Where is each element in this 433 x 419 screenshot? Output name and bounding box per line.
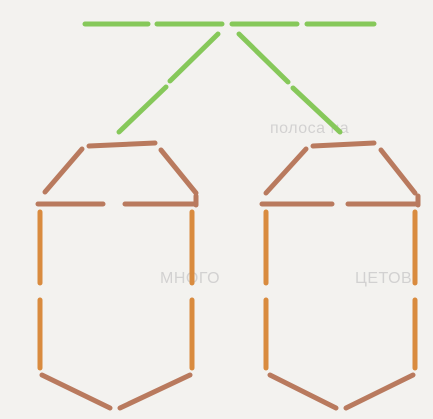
right-bottom-stick: [346, 375, 413, 408]
connector-stick: [170, 34, 218, 81]
right-hat-stick: [313, 143, 374, 146]
right-hat-stick: [381, 150, 415, 193]
right-bottom-stick: [270, 375, 336, 408]
connector-stick: [293, 88, 340, 132]
left-bottom-stick: [42, 375, 110, 408]
left-hat-stick: [161, 150, 196, 193]
left-hat-stick: [89, 143, 155, 146]
left-bottom-stick: [120, 375, 190, 408]
connector-stick: [239, 34, 288, 82]
left-hat-stick: [45, 149, 82, 192]
right-hat-stick: [266, 149, 306, 193]
connector-stick: [119, 87, 166, 132]
